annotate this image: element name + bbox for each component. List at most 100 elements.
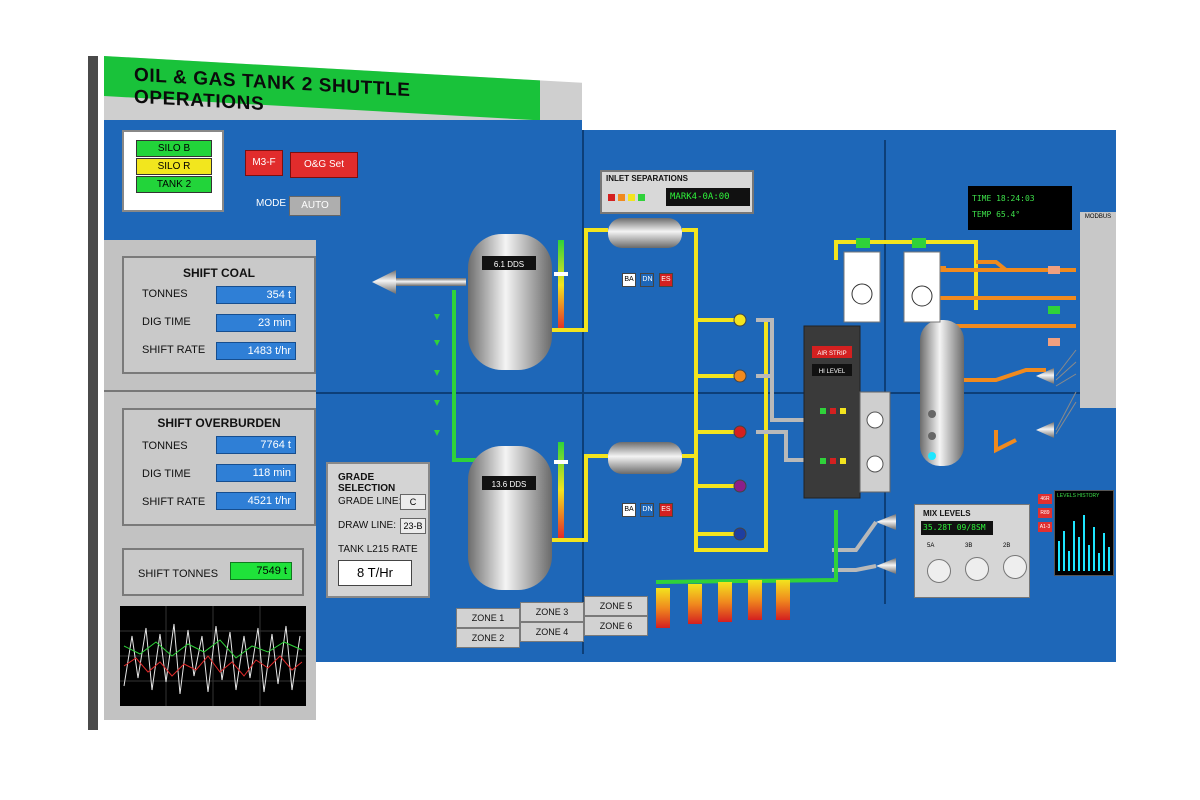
spectrum-btn-1[interactable]: 46R [1038,494,1052,504]
ba-button[interactable]: BA [622,273,636,287]
gauge-status [912,238,926,248]
es-button-2[interactable]: ES [658,503,673,517]
separator-1 [608,218,682,248]
zone-3-button[interactable]: ZONE 3 [520,602,584,622]
air-strip-alarm [812,346,852,358]
dn-button[interactable]: DN [640,273,655,287]
valve-5[interactable] [733,527,747,541]
dn-button-2[interactable]: DN [640,503,655,517]
mix-knob-2-label: 3B [965,543,973,549]
zone-5-button[interactable]: ZONE 5 [584,596,648,616]
tank-rate-value: 8 T/Hr [338,560,412,586]
grade-title: GRADE SELECTION [338,472,396,494]
inlet-led-yellow [628,194,635,201]
clock-display: TIME 18:24:03 TEMP 65.4° [968,186,1072,230]
control-wall [88,56,1116,730]
spectrum-btn-2[interactable]: R89 [1038,508,1052,518]
grade-line-value[interactable]: C [400,494,426,510]
ob-shift-rate-value: 4521 t/hr [216,492,296,510]
tank-1-gauge [558,240,564,330]
vessel-port [928,410,936,418]
og-set-button[interactable]: O&G Set [290,152,358,178]
zone-2-button[interactable]: ZONE 2 [456,628,520,648]
vessel-port [928,432,936,440]
shift-tonnes-label: SHIFT TONNES [138,568,219,580]
dial-2 [866,455,884,473]
control-buttons-2: BA DN ES [622,498,673,517]
ob-dig-time-value: 118 min [216,464,296,482]
dial-1 [866,411,884,429]
steel-pipes [756,318,878,572]
mode-auto-button[interactable]: AUTO [289,196,341,216]
tank-2-indicator: TANK 2 [136,176,212,193]
hi-level-display [812,364,852,376]
levels-history-bars [1058,515,1110,571]
tank-2-gauge-marker [554,460,568,464]
inlet-separations-panel: INLET SEPARATIONS MARK4-0A:00 [600,170,754,214]
ob-tonnes-value: 7764 t [216,436,296,454]
trend-chart [120,606,306,706]
es-button[interactable]: ES [658,273,673,287]
wall-bezel [88,56,98,730]
silo-b-indicator: SILO B [136,140,212,157]
valve-1[interactable] [733,313,747,327]
zone-1-button[interactable]: ZONE 1 [456,608,520,628]
output-tags [1048,266,1060,346]
mix-knob-2[interactable] [965,557,989,581]
silo-status-box: SILO B SILO R TANK 2 [122,130,224,212]
modbus-panel: MODBUS [1080,212,1116,408]
mix-knob-3-label: 2B [1003,543,1011,549]
coal-shift-rate-label: SHIFT RATE [142,344,206,356]
valve-4[interactable] [733,479,747,493]
valve-2[interactable] [733,369,747,383]
mix-knob-3[interactable] [1003,555,1027,579]
coal-dig-time-value: 23 min [216,314,296,332]
air-strip-label: AIR STRIP [817,351,846,357]
gauge-status [856,238,870,248]
control-buttons-1: BA DN ES [622,268,673,287]
cabinet-indicators [820,408,846,464]
grade-line-label: GRADE LINE: [338,496,402,507]
separator-2 [608,442,682,474]
ob-tonnes-label: TONNES [142,440,188,452]
gauge-dial [851,283,873,305]
zone-4-button[interactable]: ZONE 4 [520,622,584,642]
tile-divider [316,392,1116,394]
valve-3[interactable] [733,425,747,439]
m3f-button[interactable]: M3-F [245,150,283,176]
tank-1 [468,234,552,370]
yellow-pipes [552,228,978,552]
spectrum-btn-3[interactable]: A1-3 [1038,522,1052,532]
flow-arrows [434,314,440,436]
zone-6-button[interactable]: ZONE 6 [584,616,648,636]
tank-1-label: 6.1 DDS [494,260,524,269]
hi-level-label: HI LEVEL [819,369,846,375]
mix-knob-1[interactable] [927,559,951,583]
tank-2-display [482,476,536,490]
inlet-nozzle [372,270,396,294]
tile-divider [884,140,886,604]
tank-2-gauge [558,442,564,538]
coal-tonnes-value: 354 t [216,286,296,304]
tile-divider [104,390,316,392]
dial-panel [859,391,891,493]
ba-button-2[interactable]: BA [622,503,636,517]
levels-history-chart: LEVELS HISTORY [1054,490,1114,576]
tank-2 [468,446,552,590]
modbus-label: MODBUS [1084,214,1112,220]
draw-line-value[interactable]: 23-B [400,518,426,534]
tank-rate-label: TANK L215 RATE [338,544,418,555]
inlet-led-green [638,194,645,201]
levels-history-label: LEVELS HISTORY [1057,493,1100,499]
tank-1-display [482,256,536,270]
clock-time: TIME 18:24:03 [972,194,1035,203]
inlet-led-red [608,194,615,201]
silo-r-indicator: SILO R [136,158,212,175]
feed-pipe [452,290,476,462]
inlet-pipe [396,278,466,286]
outlet-cones [876,368,1054,574]
draw-line-label: DRAW LINE: [338,520,396,531]
gauge-dial [911,285,933,307]
shift-overburden-title: SHIFT OVERBURDEN [157,416,281,430]
coal-dig-time-label: DIG TIME [142,316,191,328]
